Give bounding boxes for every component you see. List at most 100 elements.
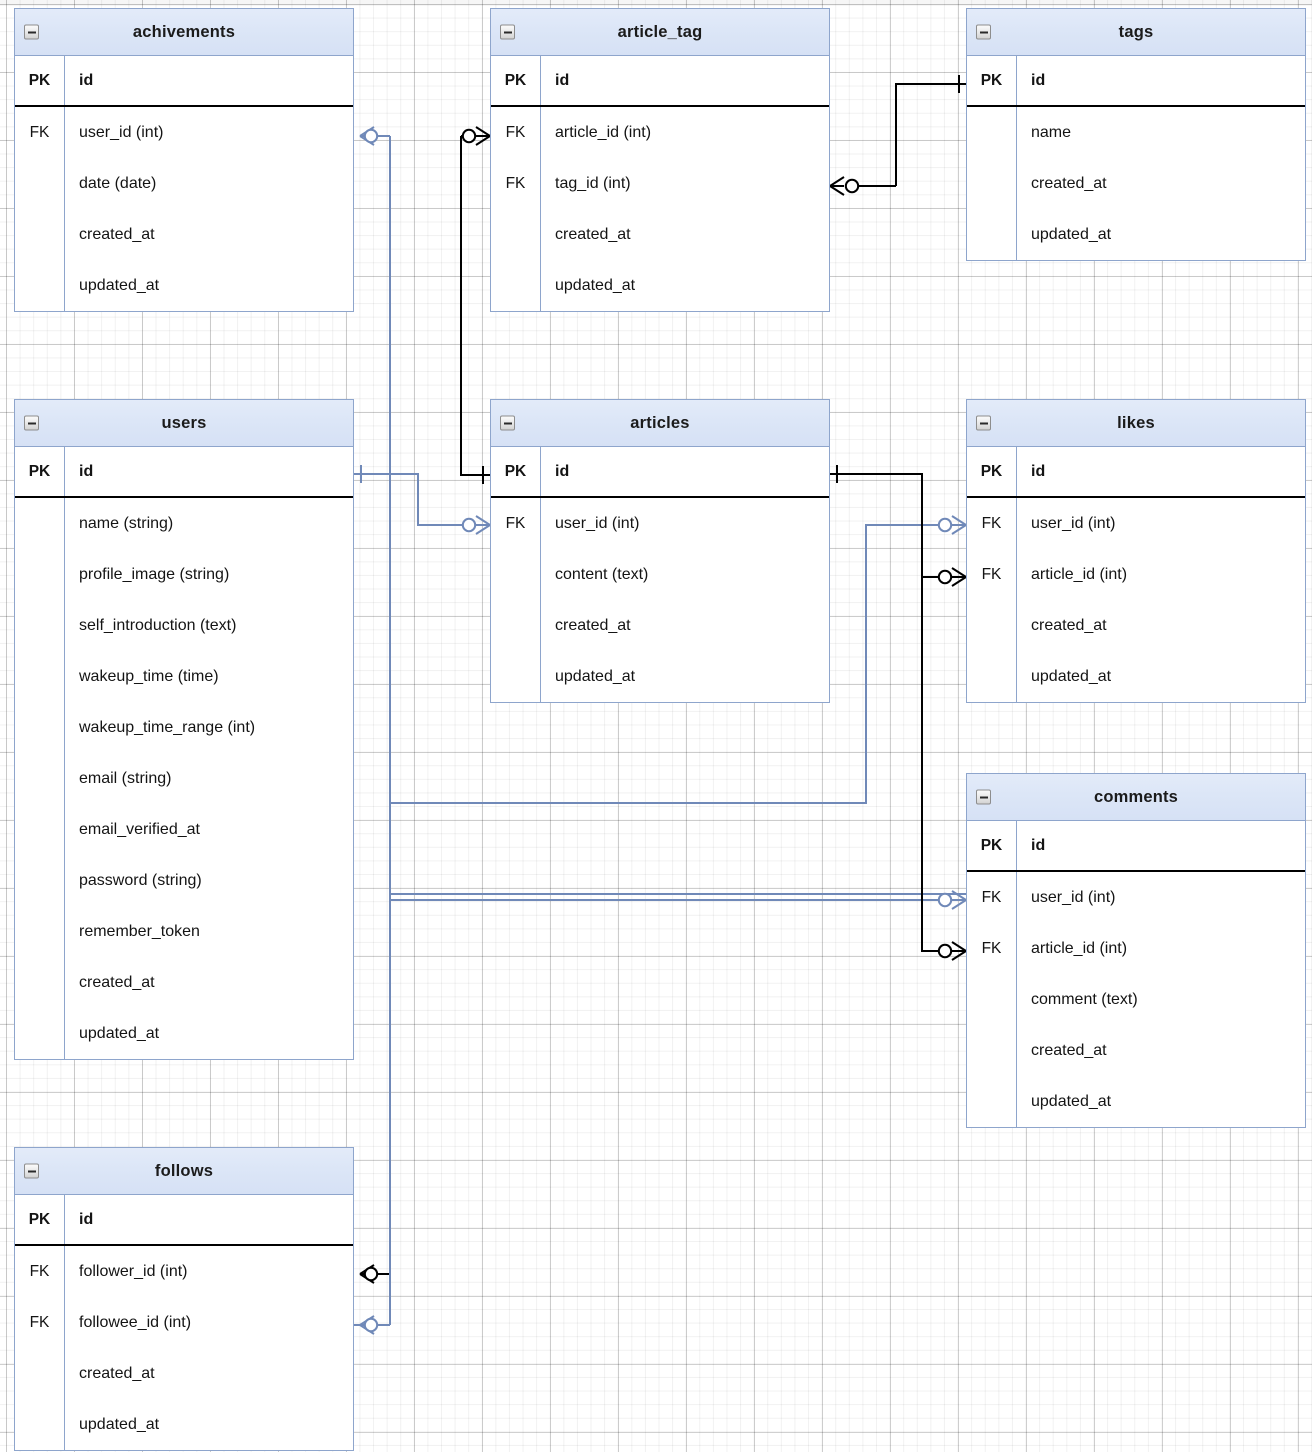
crowsfoot-many-marker <box>829 176 845 196</box>
collapse-minus-icon[interactable] <box>500 24 515 40</box>
attribute-name: updated_at <box>555 667 636 685</box>
attribute-row[interactable]: email_verified_at <box>15 804 353 855</box>
attribute-name: user_id (int) <box>1031 888 1116 906</box>
attribute-row[interactable]: remember_token <box>15 906 353 957</box>
key-cell <box>967 1076 1017 1127</box>
attribute-row[interactable]: password (string) <box>15 855 353 906</box>
attribute-row[interactable]: updated_at <box>967 1076 1305 1127</box>
attribute-row[interactable]: wakeup_time (time) <box>15 651 353 702</box>
attribute-name: email_verified_at <box>79 820 200 838</box>
attribute-name: email (string) <box>79 769 172 787</box>
entity-header-comments: comments <box>967 774 1305 821</box>
attribute-name: created_at <box>79 225 155 243</box>
attribute-name: id <box>1031 462 1046 480</box>
collapse-minus-icon[interactable] <box>24 24 39 40</box>
minus-glyph <box>27 422 36 424</box>
attribute-row[interactable]: created_at <box>491 209 829 260</box>
attribute-row[interactable]: content (text) <box>491 549 829 600</box>
attribute-name: id <box>555 462 570 480</box>
attribute-row[interactable]: updated_at <box>967 209 1305 260</box>
entity-title: tags <box>1118 22 1154 41</box>
crowsfoot-zero-marker <box>363 1266 379 1282</box>
attribute-row[interactable]: created_at <box>967 1025 1305 1076</box>
key-cell <box>491 549 541 600</box>
attribute-row[interactable]: name (string) <box>15 498 353 549</box>
attribute-row[interactable]: updated_at <box>15 1008 353 1059</box>
key-cell <box>15 651 65 702</box>
key-cell: FK <box>967 498 1017 549</box>
attribute-row[interactable]: wakeup_time_range (int) <box>15 702 353 753</box>
attribute-name: name (string) <box>79 514 174 532</box>
attribute-name: self_introduction (text) <box>79 616 237 634</box>
entity-title: comments <box>1093 787 1179 806</box>
attribute-row[interactable]: profile_image (string) <box>15 549 353 600</box>
key-cell <box>15 753 65 804</box>
attribute-row[interactable]: created_at <box>15 1348 353 1399</box>
attribute-row[interactable]: created_at <box>967 158 1305 209</box>
attribute-row[interactable]: created_at <box>491 600 829 651</box>
attribute-name: id <box>79 1210 94 1228</box>
attribute-row[interactable]: updated_at <box>491 260 829 311</box>
minus-glyph <box>979 422 988 424</box>
attribute-name: comment (text) <box>1031 990 1138 1008</box>
key-cell <box>15 702 65 753</box>
attribute-name: tag_id (int) <box>555 174 631 192</box>
attribute-row[interactable]: created_at <box>15 209 353 260</box>
attribute-row[interactable]: date (date) <box>15 158 353 209</box>
collapse-minus-icon[interactable] <box>976 415 991 431</box>
attribute-row[interactable]: created_at <box>15 957 353 1008</box>
relationship-line <box>830 473 966 578</box>
entity-header-articles: articles <box>491 400 829 447</box>
collapse-minus-icon[interactable] <box>500 415 515 431</box>
attribute-row[interactable]: updated_at <box>15 1399 353 1450</box>
key-cell: PK <box>491 56 541 105</box>
attribute-name: updated_at <box>79 1415 160 1433</box>
entity-title: likes <box>1117 413 1155 432</box>
attribute-row[interactable]: comment (text) <box>967 974 1305 1025</box>
crowsfoot-many-marker <box>951 941 967 961</box>
attribute-name: user_id (int) <box>79 123 164 141</box>
key-cell: PK <box>967 821 1017 870</box>
collapse-minus-icon[interactable] <box>24 1163 39 1179</box>
key-cell: FK <box>15 1297 65 1348</box>
entity-title: articles <box>630 413 690 432</box>
attribute-row[interactable]: updated_at <box>15 260 353 311</box>
attribute-row[interactable]: email (string) <box>15 753 353 804</box>
collapse-minus-icon[interactable] <box>976 24 991 40</box>
attribute-row[interactable]: updated_at <box>491 651 829 702</box>
collapse-minus-icon[interactable] <box>24 415 39 431</box>
attribute-row[interactable]: self_introduction (text) <box>15 600 353 651</box>
attribute-row[interactable]: name <box>967 107 1305 158</box>
collapse-minus-icon[interactable] <box>976 789 991 805</box>
attribute-row[interactable]: created_at <box>967 600 1305 651</box>
attribute-row[interactable]: updated_at <box>967 651 1305 702</box>
